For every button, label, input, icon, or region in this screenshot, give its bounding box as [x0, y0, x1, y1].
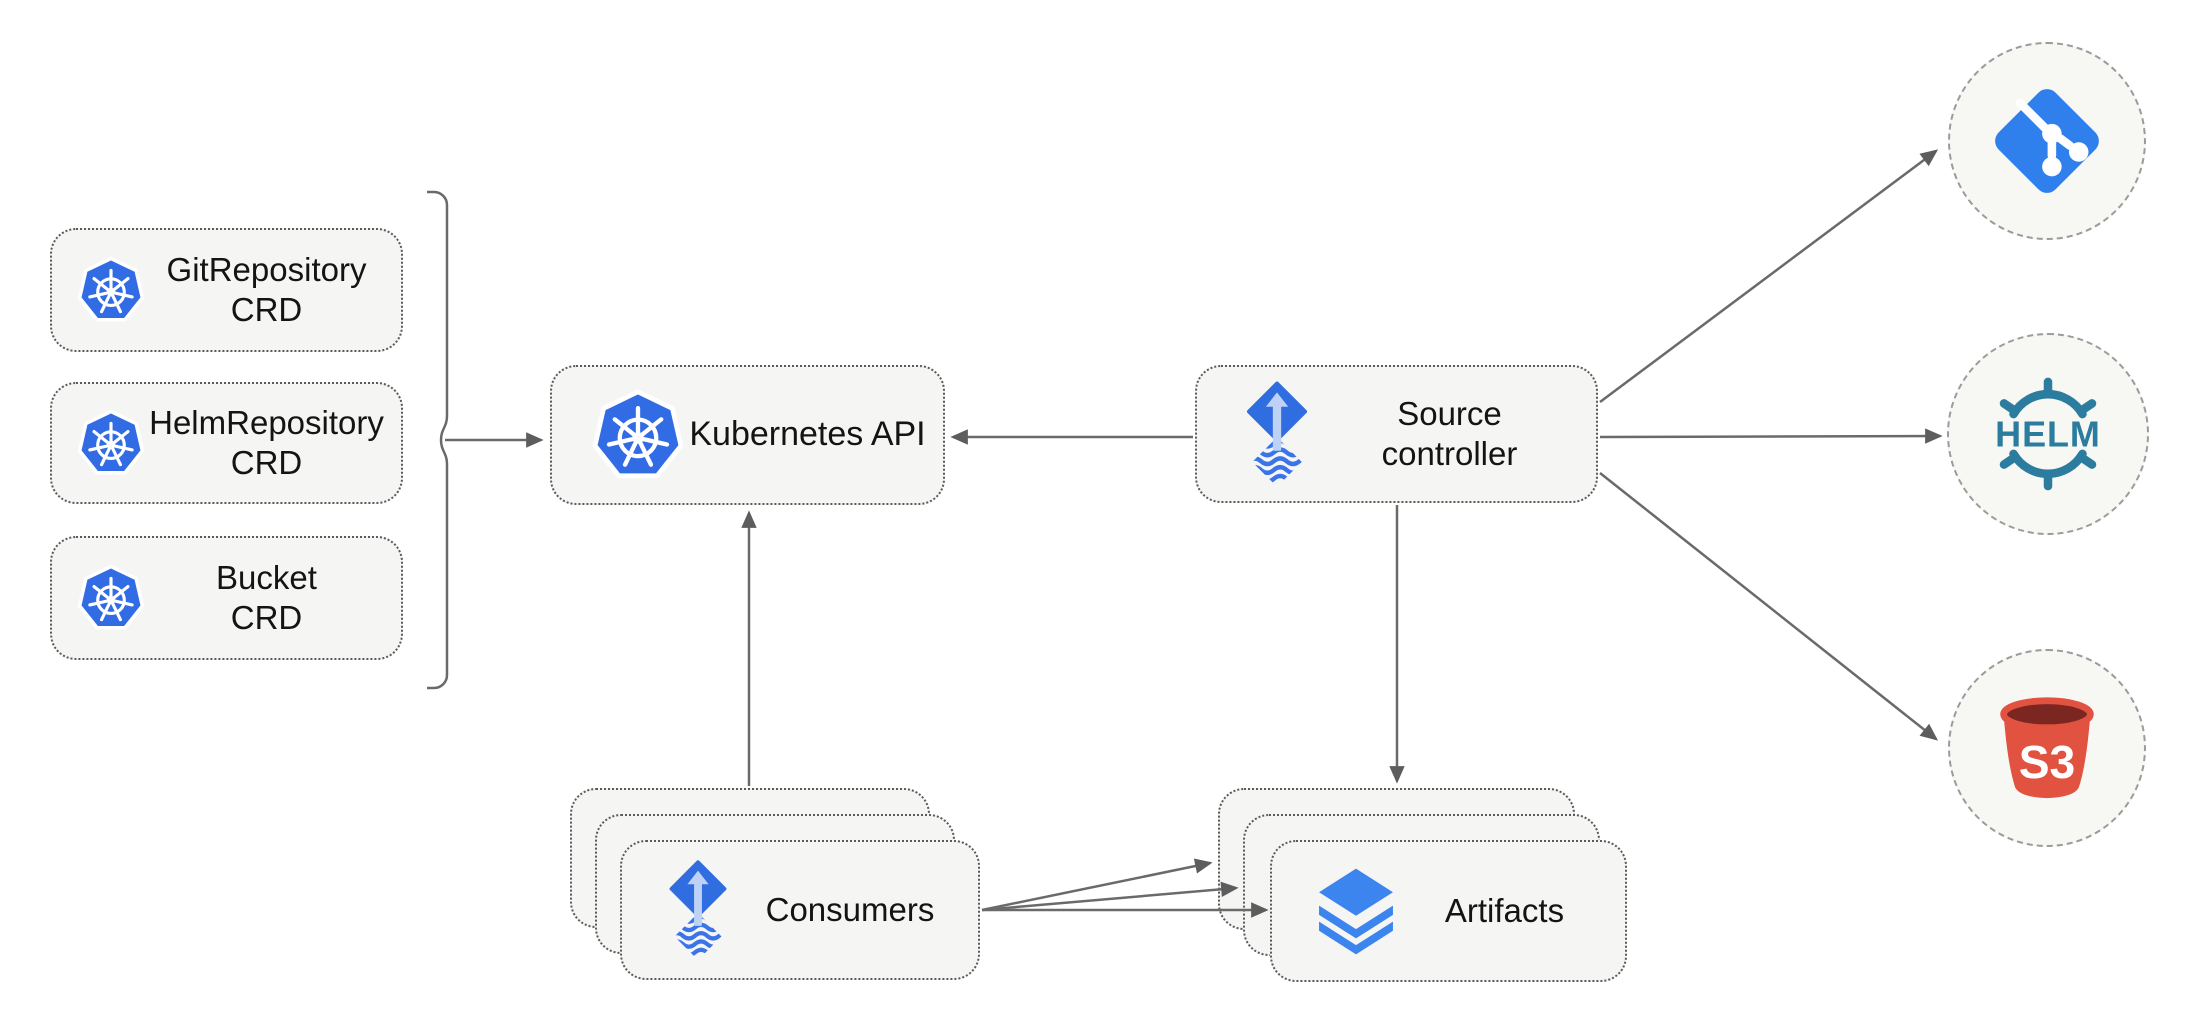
flux-icon	[1237, 381, 1317, 487]
node-kubernetes-api: Kubernetes API	[550, 365, 945, 505]
node-gitrepository-crd: GitRepository CRD	[50, 228, 403, 352]
node-label: GitRepository CRD	[166, 250, 367, 328]
kubernetes-icon	[76, 255, 146, 325]
arrow-consumers-to-artifacts-1	[981, 858, 1213, 912]
s3-bucket-icon: S3	[2000, 697, 2094, 799]
external-git	[1948, 42, 2146, 240]
helm-icon: HELM	[1995, 377, 2101, 491]
s3-logo-text: S3	[2019, 736, 2076, 788]
layers-icon	[1314, 867, 1398, 956]
node-artifacts: Artifacts	[1270, 840, 1627, 982]
node-label: Bucket CRD	[216, 558, 317, 636]
crd-group-bracket	[427, 190, 449, 690]
git-icon	[1995, 89, 2099, 193]
node-label: Kubernetes API	[689, 415, 926, 454]
flux-icon	[660, 860, 736, 960]
external-helm: HELM	[1947, 333, 2149, 535]
arrow-source-controller-to-s3	[1599, 472, 1939, 741]
node-label: Source controller	[1381, 394, 1518, 472]
helm-logo-text: HELM	[1995, 413, 2101, 454]
node-label: Artifacts	[1444, 891, 1565, 929]
arrow-source-controller-to-git	[1599, 149, 1939, 404]
kubernetes-icon	[590, 387, 686, 483]
node-label: Consumers	[765, 890, 935, 928]
node-consumers: Consumers	[620, 840, 980, 980]
node-label: HelmRepository CRD	[149, 403, 384, 481]
arrow-consumers-to-artifacts-2	[981, 881, 1239, 912]
node-helmrepository-crd: HelmRepository CRD	[50, 382, 403, 504]
node-bucket-crd: Bucket CRD	[50, 536, 403, 660]
external-s3: S3	[1948, 649, 2146, 847]
arrow-source-controller-to-helm	[1599, 428, 1943, 444]
kubernetes-icon	[76, 563, 146, 633]
kubernetes-icon	[76, 408, 146, 478]
node-source-controller: Source controller	[1195, 365, 1598, 503]
